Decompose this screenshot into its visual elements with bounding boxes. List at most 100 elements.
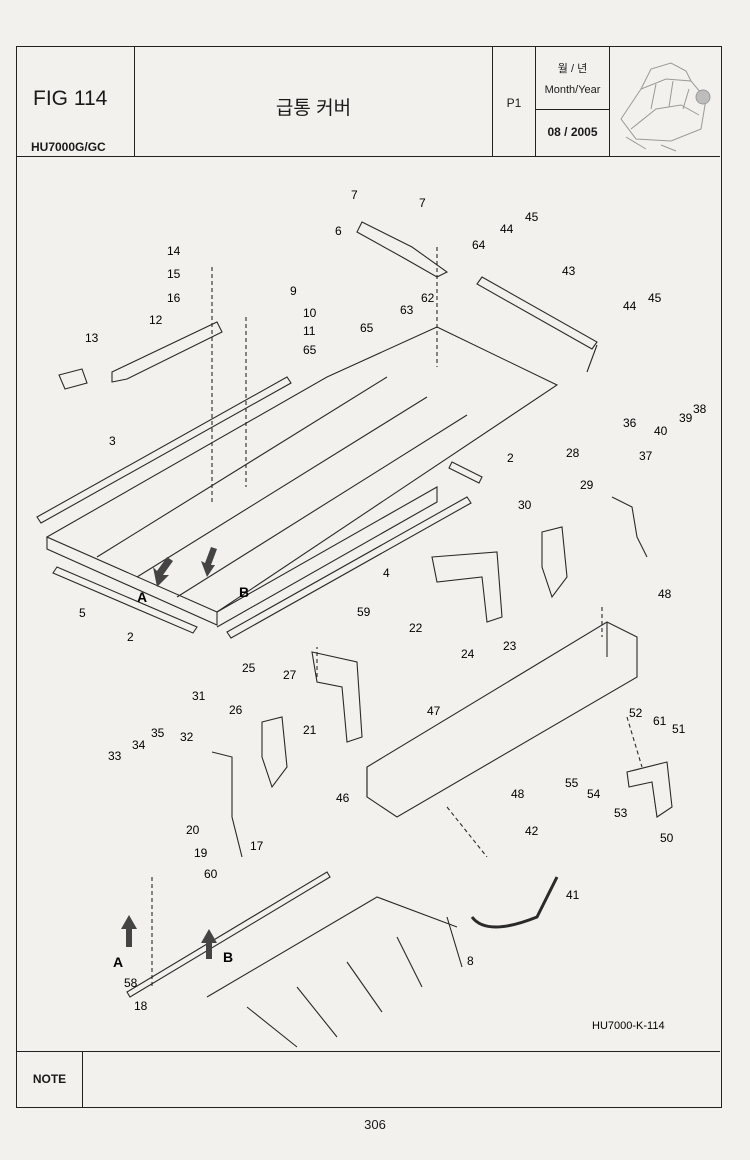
part-label-64: 64 (472, 238, 486, 252)
parts-sheet: FIG 114 HU7000G/GC 급통 커버 P1 월 / 년 Month/… (16, 46, 722, 1108)
part-label-62: 62 (421, 291, 435, 305)
part-label-19: 19 (194, 846, 208, 860)
date-label: Month/Year (544, 84, 601, 96)
part-label-18: 18 (134, 999, 148, 1013)
exploded-parts-diagram: 2234567789101112131415161718192021222324… (36, 188, 707, 1048)
part-label-55: 55 (565, 776, 579, 790)
side-frame-inner (366, 622, 608, 797)
part-label-26: 26 (229, 703, 243, 717)
hose (470, 876, 559, 929)
latch-handle (111, 321, 223, 383)
page-cell: P1 (493, 47, 536, 156)
part-label-31: 31 (192, 689, 206, 703)
rod (476, 276, 598, 373)
part-label-2: 2 (507, 451, 514, 465)
bracket-21 (311, 651, 363, 743)
cover-plate (45, 326, 559, 613)
arrow-a-top (153, 557, 173, 587)
part-label-33: 33 (108, 749, 122, 763)
part-label-16: 16 (167, 291, 181, 305)
part-label-35: 35 (151, 726, 165, 740)
part-label-15: 15 (167, 267, 181, 281)
part-label-8: 8 (467, 954, 474, 968)
part-label-59: 59 (357, 605, 371, 619)
part-label-50: 50 (660, 831, 674, 845)
part-label-65: 65 (303, 343, 317, 357)
comb-8 (206, 896, 463, 1048)
part-label-9: 9 (290, 284, 297, 298)
note-row: NOTE (17, 1051, 720, 1107)
arrow-b-bottom (201, 929, 217, 959)
cover-side-rail (216, 486, 438, 628)
part-label-42: 42 (525, 824, 539, 838)
part-label-43: 43 (562, 264, 576, 278)
part-label-6: 6 (335, 224, 342, 238)
strip-17 (126, 871, 331, 998)
part-label-3: 3 (109, 434, 116, 448)
part-label-38: 38 (693, 402, 707, 416)
part-label-2-2: 2 (127, 630, 134, 644)
view-mark-a: A (113, 954, 123, 970)
part-label-46: 46 (336, 791, 350, 805)
part-label-47: 47 (427, 704, 441, 718)
arrow-b-top (201, 547, 217, 577)
part-label-4: 4 (383, 566, 390, 580)
view-mark-a: A (137, 589, 147, 605)
title-cell: 급통 커버 (135, 47, 493, 156)
seal-strip-2b (448, 461, 483, 484)
part-label-27: 27 (283, 668, 297, 682)
divider (536, 109, 609, 110)
model-code: HU7000G/GC (31, 140, 106, 154)
page-number: 306 (364, 1117, 386, 1132)
hinge-bracket (356, 221, 449, 278)
note-label: NOTE (17, 1052, 83, 1107)
part-label-13: 13 (85, 331, 99, 345)
part-label-51: 51 (672, 722, 686, 736)
part-label-34: 34 (132, 738, 146, 752)
part-label-28: 28 (566, 446, 580, 460)
bracket-23 (431, 551, 503, 623)
drawing-code: HU7000-K-114 (592, 1020, 665, 1032)
part-label-54: 54 (587, 787, 601, 801)
fig-title: FIG 114 (33, 87, 108, 110)
view-mark-b: B (223, 949, 233, 965)
cover-plate-edge (46, 537, 218, 626)
cam-28 (541, 526, 568, 599)
part-label-14: 14 (167, 244, 181, 258)
lever-36 (611, 496, 648, 558)
part-label-44-2: 44 (623, 299, 637, 313)
part-label-61: 61 (653, 714, 667, 728)
part-label-32: 32 (180, 730, 194, 744)
part-label-7: 7 (351, 188, 358, 202)
part-label-20: 20 (186, 823, 200, 837)
part-label-44: 44 (500, 222, 514, 236)
leader-lines (151, 247, 643, 987)
part-label-53: 53 (614, 806, 628, 820)
seal-strip-3 (36, 376, 292, 524)
part-label-63: 63 (400, 303, 414, 317)
part-label-41: 41 (566, 888, 580, 902)
part-label-24: 24 (461, 647, 475, 661)
part-label-30: 30 (518, 498, 532, 512)
part-label-37: 37 (639, 449, 653, 463)
date-cell: 월 / 년 Month/Year 08 / 2005 (536, 47, 610, 156)
part-label-58: 58 (124, 976, 138, 990)
part-label-23: 23 (503, 639, 517, 653)
part-label-60: 60 (204, 867, 218, 881)
part-label-40: 40 (654, 424, 668, 438)
page-title: 급통 커버 (275, 98, 352, 119)
part-label-36: 36 (623, 416, 637, 430)
part-label-29: 29 (580, 478, 594, 492)
part-label-45: 45 (525, 210, 539, 224)
part-label-7-2: 7 (419, 196, 426, 210)
part-label-52: 52 (629, 706, 643, 720)
part-label-22: 22 (409, 621, 423, 635)
part-label-17: 17 (250, 839, 264, 853)
part-label-5: 5 (79, 606, 86, 620)
part-label-45-2: 45 (648, 291, 662, 305)
part-label-48-2: 48 (511, 787, 525, 801)
bracket-50 (626, 761, 673, 818)
lever-31 (211, 751, 243, 858)
part-label-48: 48 (658, 587, 672, 601)
page-id: P1 (506, 96, 522, 110)
